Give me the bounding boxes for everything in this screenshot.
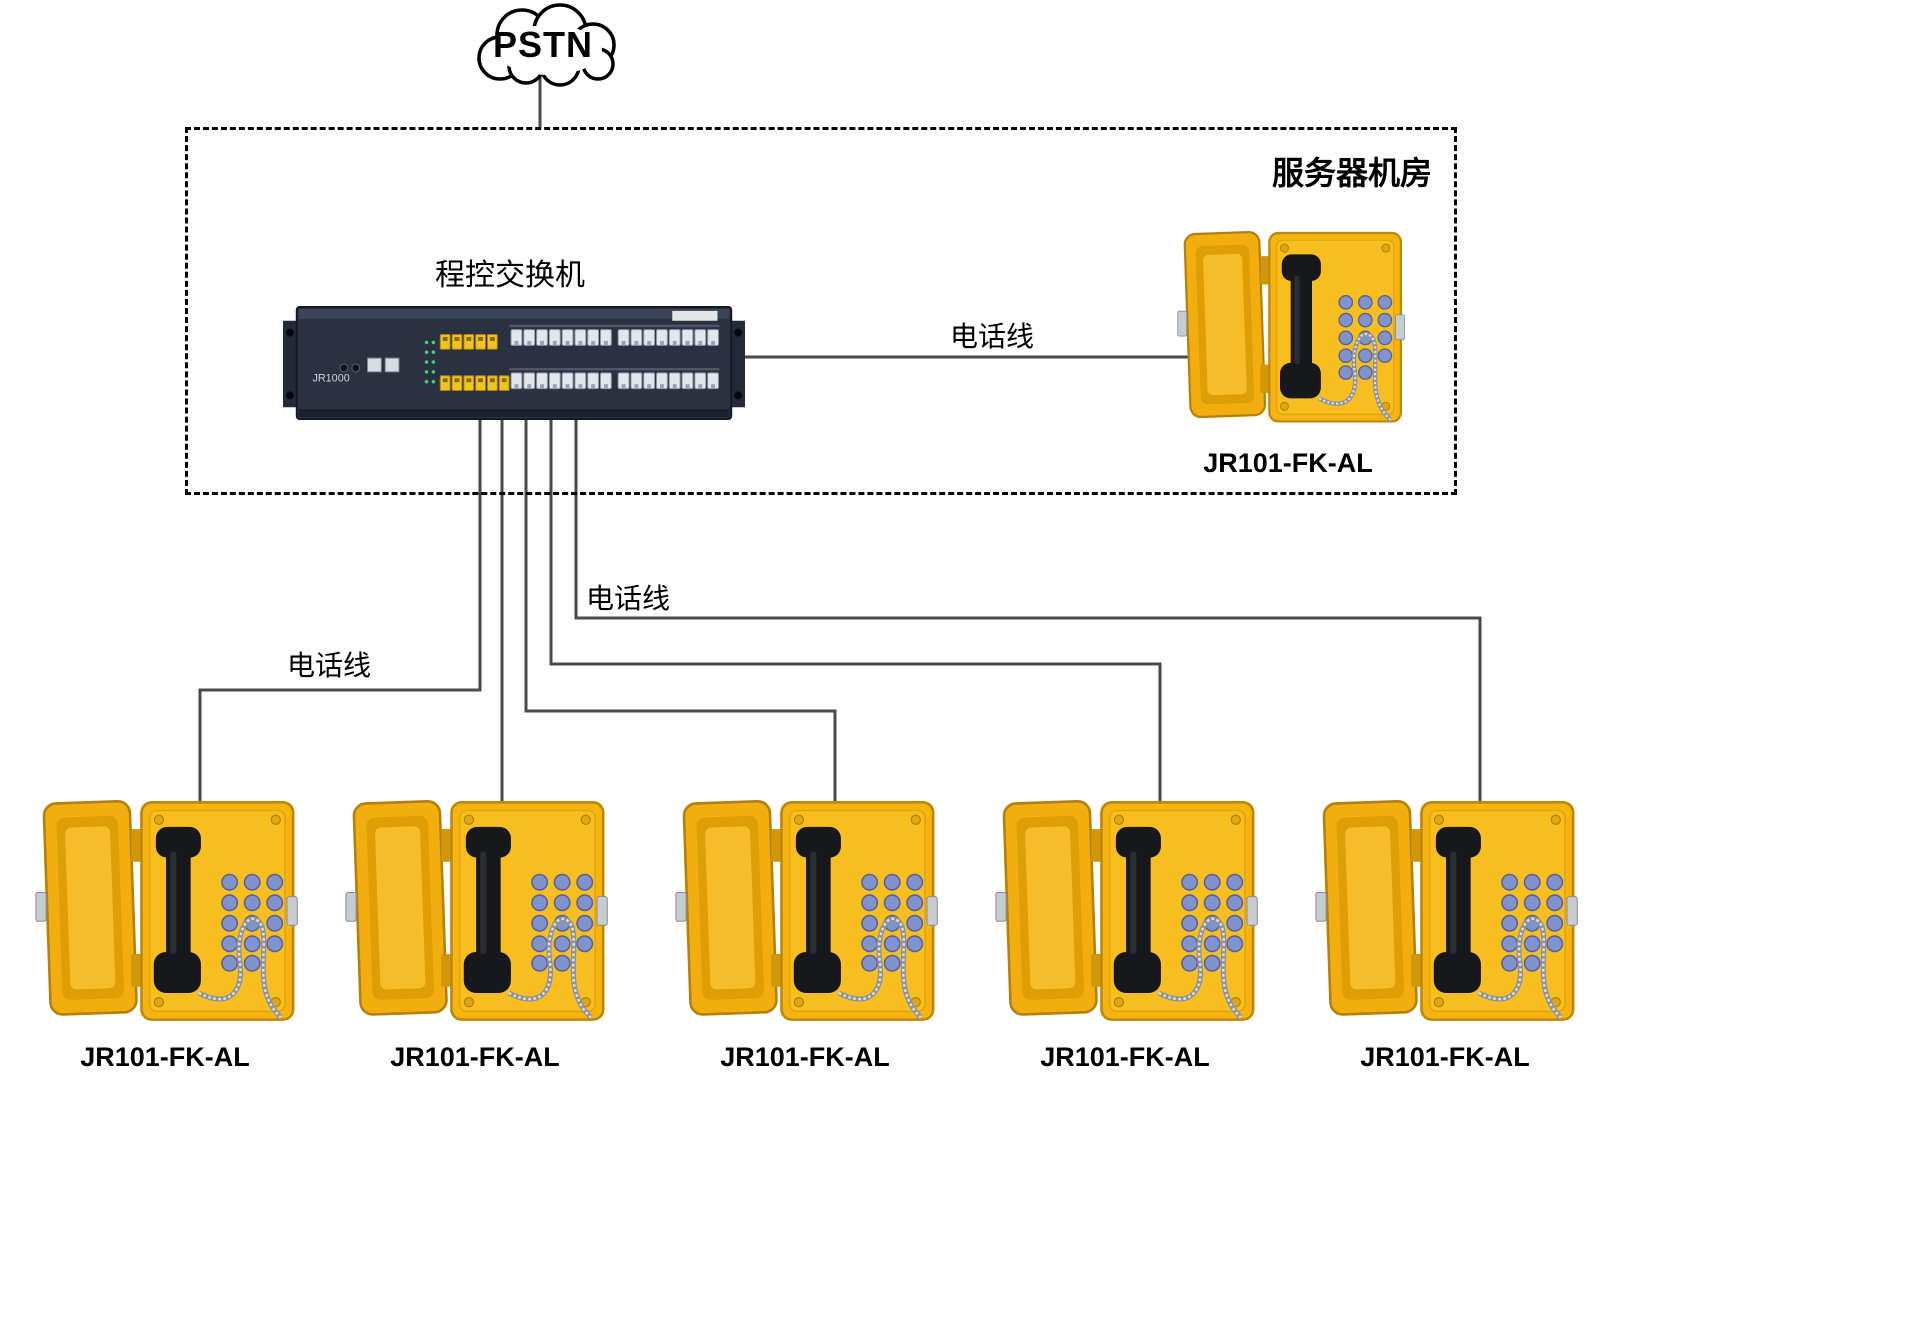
phone-field-4 xyxy=(982,790,1264,1036)
pstn-cloud xyxy=(477,3,616,87)
switch-chassis xyxy=(295,306,733,421)
connector-pbx-phone-3 xyxy=(524,400,837,830)
connector-pbx-phone-4 xyxy=(549,400,1162,830)
switch-model-text: JR1000 xyxy=(312,373,349,385)
phone-model-label-3: JR101-FK-AL xyxy=(720,1042,890,1072)
phone-field-5 xyxy=(1302,790,1584,1036)
rack-ear-left xyxy=(283,320,297,408)
connector-pbx-phone-1 xyxy=(198,400,482,830)
phone-line-label-server: 电话线 xyxy=(950,321,1035,352)
phone-model-label-5: JR101-FK-AL xyxy=(1360,1042,1530,1072)
phone-field-2 xyxy=(332,790,614,1036)
server-room-box xyxy=(185,127,1457,495)
switch-caption: 程控交换机 xyxy=(435,259,585,292)
rack-ear-right xyxy=(731,320,745,408)
phone-model-label-2: JR101-FK-AL xyxy=(390,1042,560,1072)
switch-port-banks xyxy=(509,324,720,390)
phone-field-3 xyxy=(662,790,944,1036)
phone-model-label-1: JR101-FK-AL xyxy=(80,1042,250,1072)
phone-line-label-lower: 电话线 xyxy=(287,650,372,681)
pstn-label: PSTN xyxy=(492,24,593,65)
phone-field-1 xyxy=(22,790,304,1036)
switch-leds xyxy=(424,340,436,384)
switch-sticker xyxy=(672,310,718,321)
pbx-switch: JR1000 xyxy=(283,306,745,421)
connector-pbx-phone-5 xyxy=(574,400,1482,830)
switch-controls xyxy=(339,357,400,373)
phone-server-room xyxy=(1168,203,1408,455)
phone-line-label-upper: 电话线 xyxy=(586,583,671,614)
phone-model-label-server: JR101-FK-AL xyxy=(1203,448,1373,478)
server-room-title: 服务器机房 xyxy=(1271,155,1432,191)
phone-model-label-4: JR101-FK-AL xyxy=(1040,1042,1210,1072)
